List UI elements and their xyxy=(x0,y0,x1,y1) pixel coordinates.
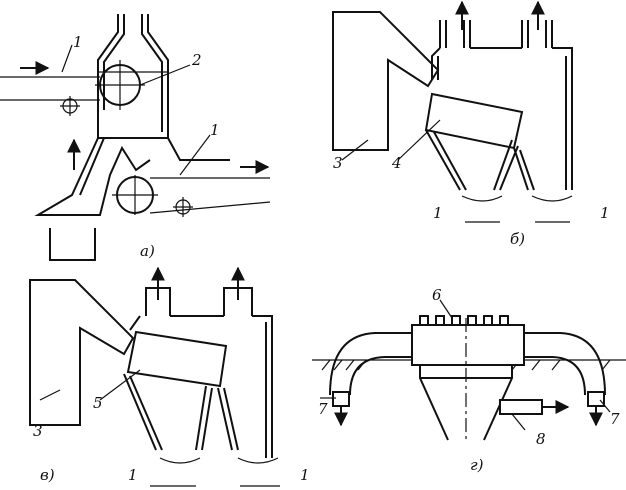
label-g-7: 7 xyxy=(318,400,328,418)
label-g-8: 8 xyxy=(536,430,546,448)
drum-body xyxy=(411,324,525,366)
caption-b: б) xyxy=(510,230,525,248)
label-v-3: 3 xyxy=(33,422,43,440)
label-b-1b: 1 xyxy=(600,204,610,222)
separator-4 xyxy=(424,92,524,150)
panel-a: 1 2 1 а) xyxy=(0,14,271,261)
separator-5 xyxy=(126,330,228,388)
label-v-1b: 1 xyxy=(300,466,310,484)
label-a-1b: 1 xyxy=(210,121,220,139)
caption-a: а) xyxy=(140,242,155,260)
panel-b: 3 4 1 1 б) xyxy=(332,0,610,248)
label-b-3: 3 xyxy=(333,154,343,172)
label-b-1: 1 xyxy=(433,204,443,222)
label-g-6: 6 xyxy=(432,286,442,304)
label-b-4: 4 xyxy=(391,154,402,172)
label-g-7b: 7 xyxy=(610,410,620,428)
label-v-1: 1 xyxy=(128,466,138,484)
label-v-5: 5 xyxy=(93,394,103,412)
label-a-2: 2 xyxy=(191,51,202,69)
caption-g: г) xyxy=(470,456,484,474)
panel-v: 3 5 1 1 в) xyxy=(29,266,310,487)
panel-g: 6 7 8 7 г) xyxy=(312,286,626,474)
label-a-1: 1 xyxy=(73,33,83,51)
caption-v: в) xyxy=(40,466,55,484)
